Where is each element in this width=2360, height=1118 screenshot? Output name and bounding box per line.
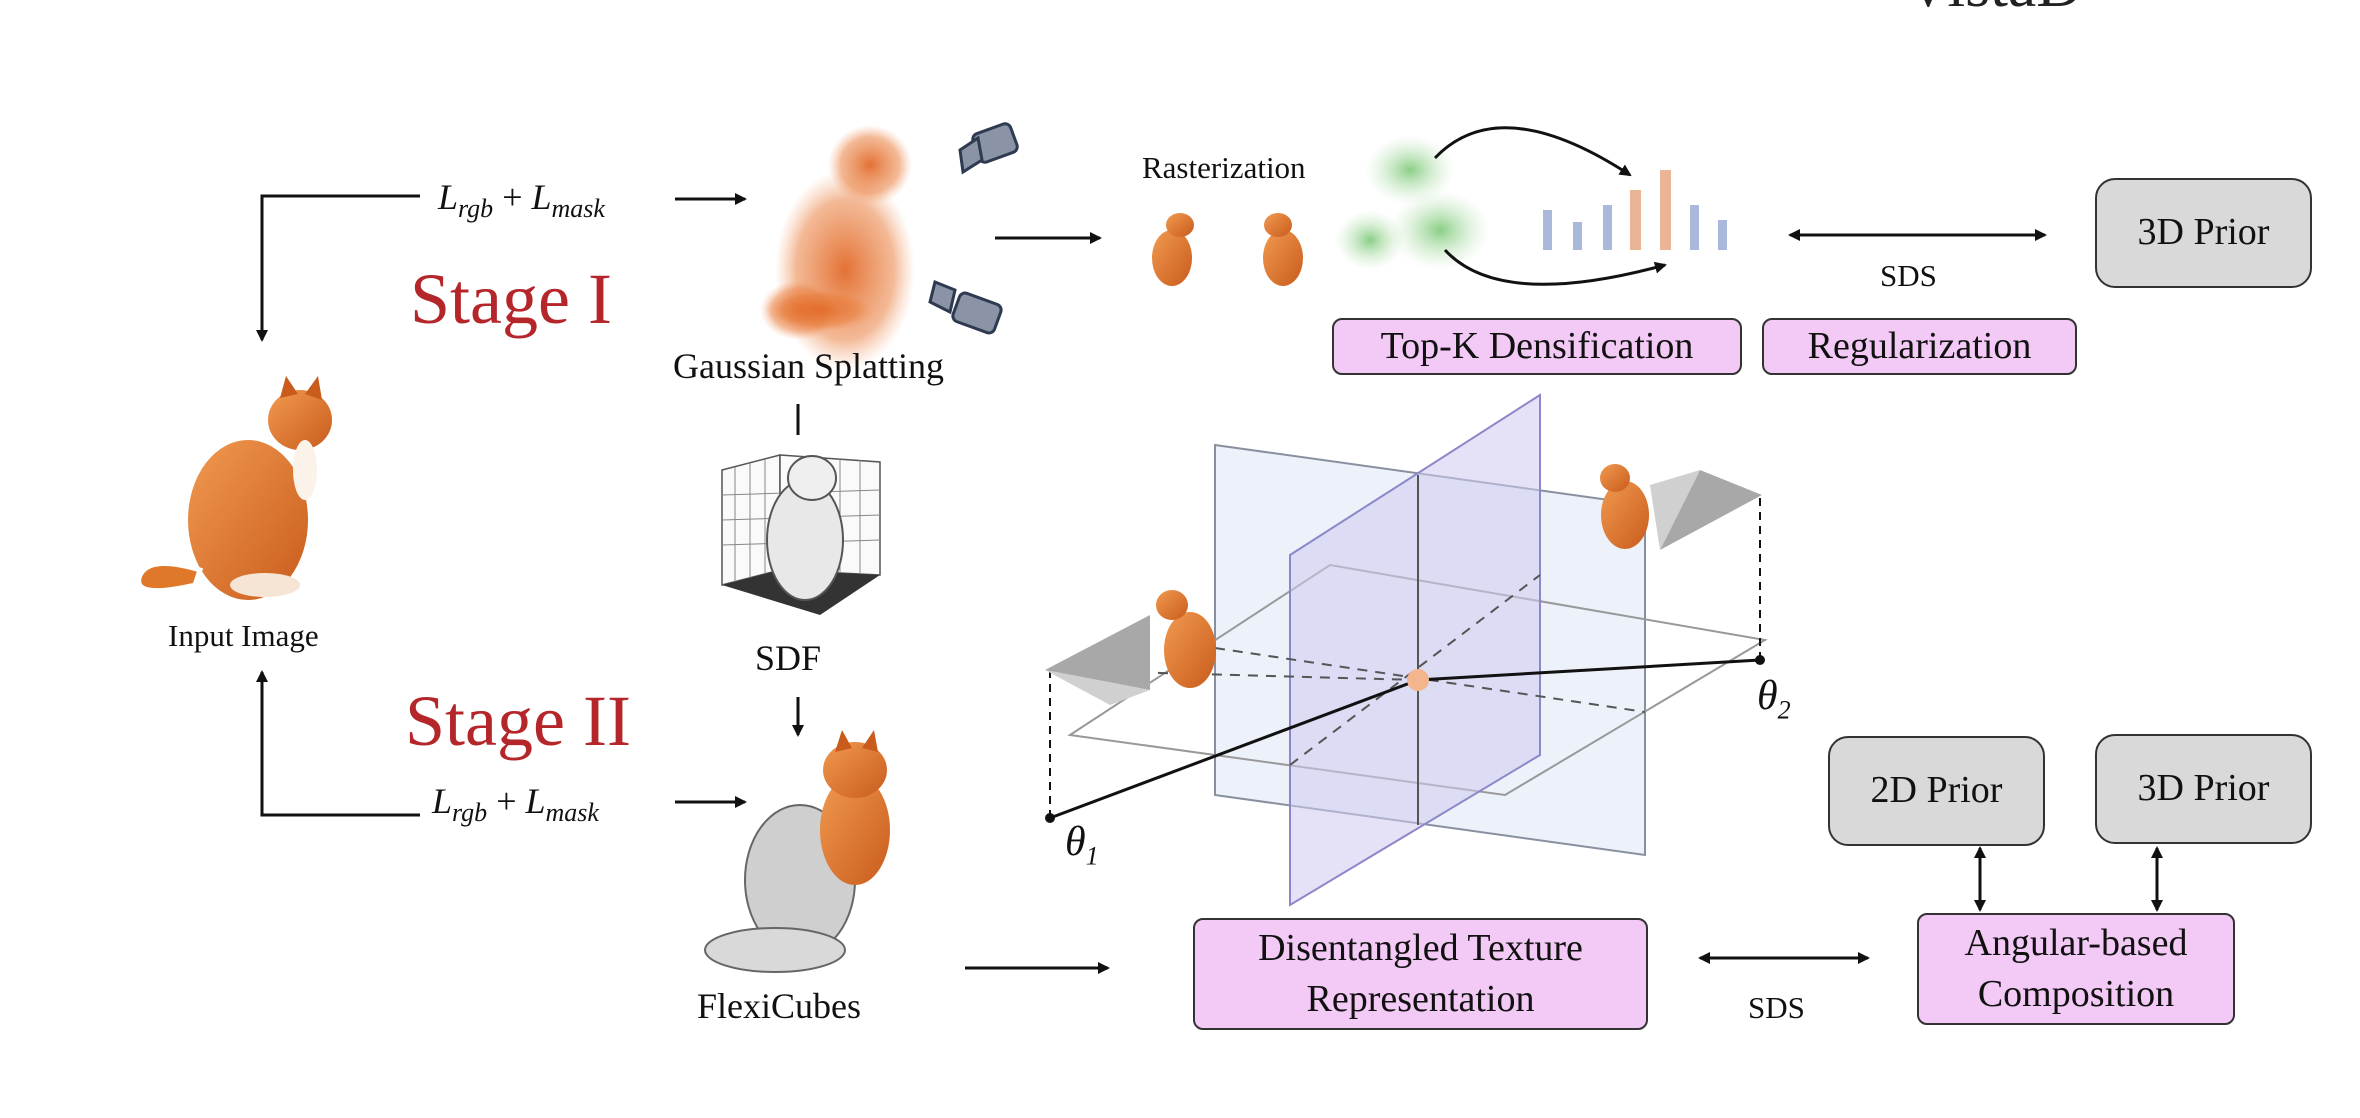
stage2-loss-arrow: [256, 670, 747, 817]
input-image-label: Input Image: [168, 618, 319, 653]
densification-graphic: [1433, 126, 1727, 286]
sdf-label: SDF: [755, 638, 822, 678]
stage1-label: Stage I: [410, 259, 612, 339]
loss-formula-top: Lrgb + Lmask: [438, 177, 605, 224]
sdf-grid-image: [721, 454, 881, 615]
gaussian-splatting-label: Gaussian Splatting: [673, 346, 944, 386]
loss-formula-bottom: Lrgb + Lmask: [432, 781, 599, 828]
input-cat-image: [136, 376, 332, 600]
theta2-label: θ2: [1757, 673, 1791, 725]
header-title-fragment: VistaD: [1905, 0, 2082, 22]
prior-3d-top-box: 3D Prior: [2095, 178, 2312, 288]
flexicubes-cat-image: [704, 730, 890, 973]
stage2-label: Stage II: [405, 681, 631, 761]
top-k-densification-box: Top-K Densification: [1332, 318, 1742, 375]
stage1-loss-arrow: [256, 193, 747, 342]
gaussian-splat-image: [760, 125, 915, 370]
prior-3d-bottom-box: 3D Prior: [2095, 734, 2312, 844]
sds-bottom-label: SDS: [1748, 990, 1805, 1025]
angular-planes-graphic: [1045, 393, 1768, 907]
camera-icon: [928, 279, 1003, 335]
flexicubes-label: FlexiCubes: [697, 986, 862, 1026]
gaussian-blob-image: [1335, 135, 1490, 270]
theta1-label: θ1: [1065, 819, 1099, 871]
prior-2d-box: 2D Prior: [1828, 736, 2045, 846]
rasterized-cat-image: [1152, 213, 1303, 286]
sds-top-label: SDS: [1880, 258, 1937, 293]
regularization-box: Regularization: [1762, 318, 2077, 375]
camera-icon: [958, 122, 1019, 175]
rasterization-label: Rasterization: [1142, 150, 1306, 185]
